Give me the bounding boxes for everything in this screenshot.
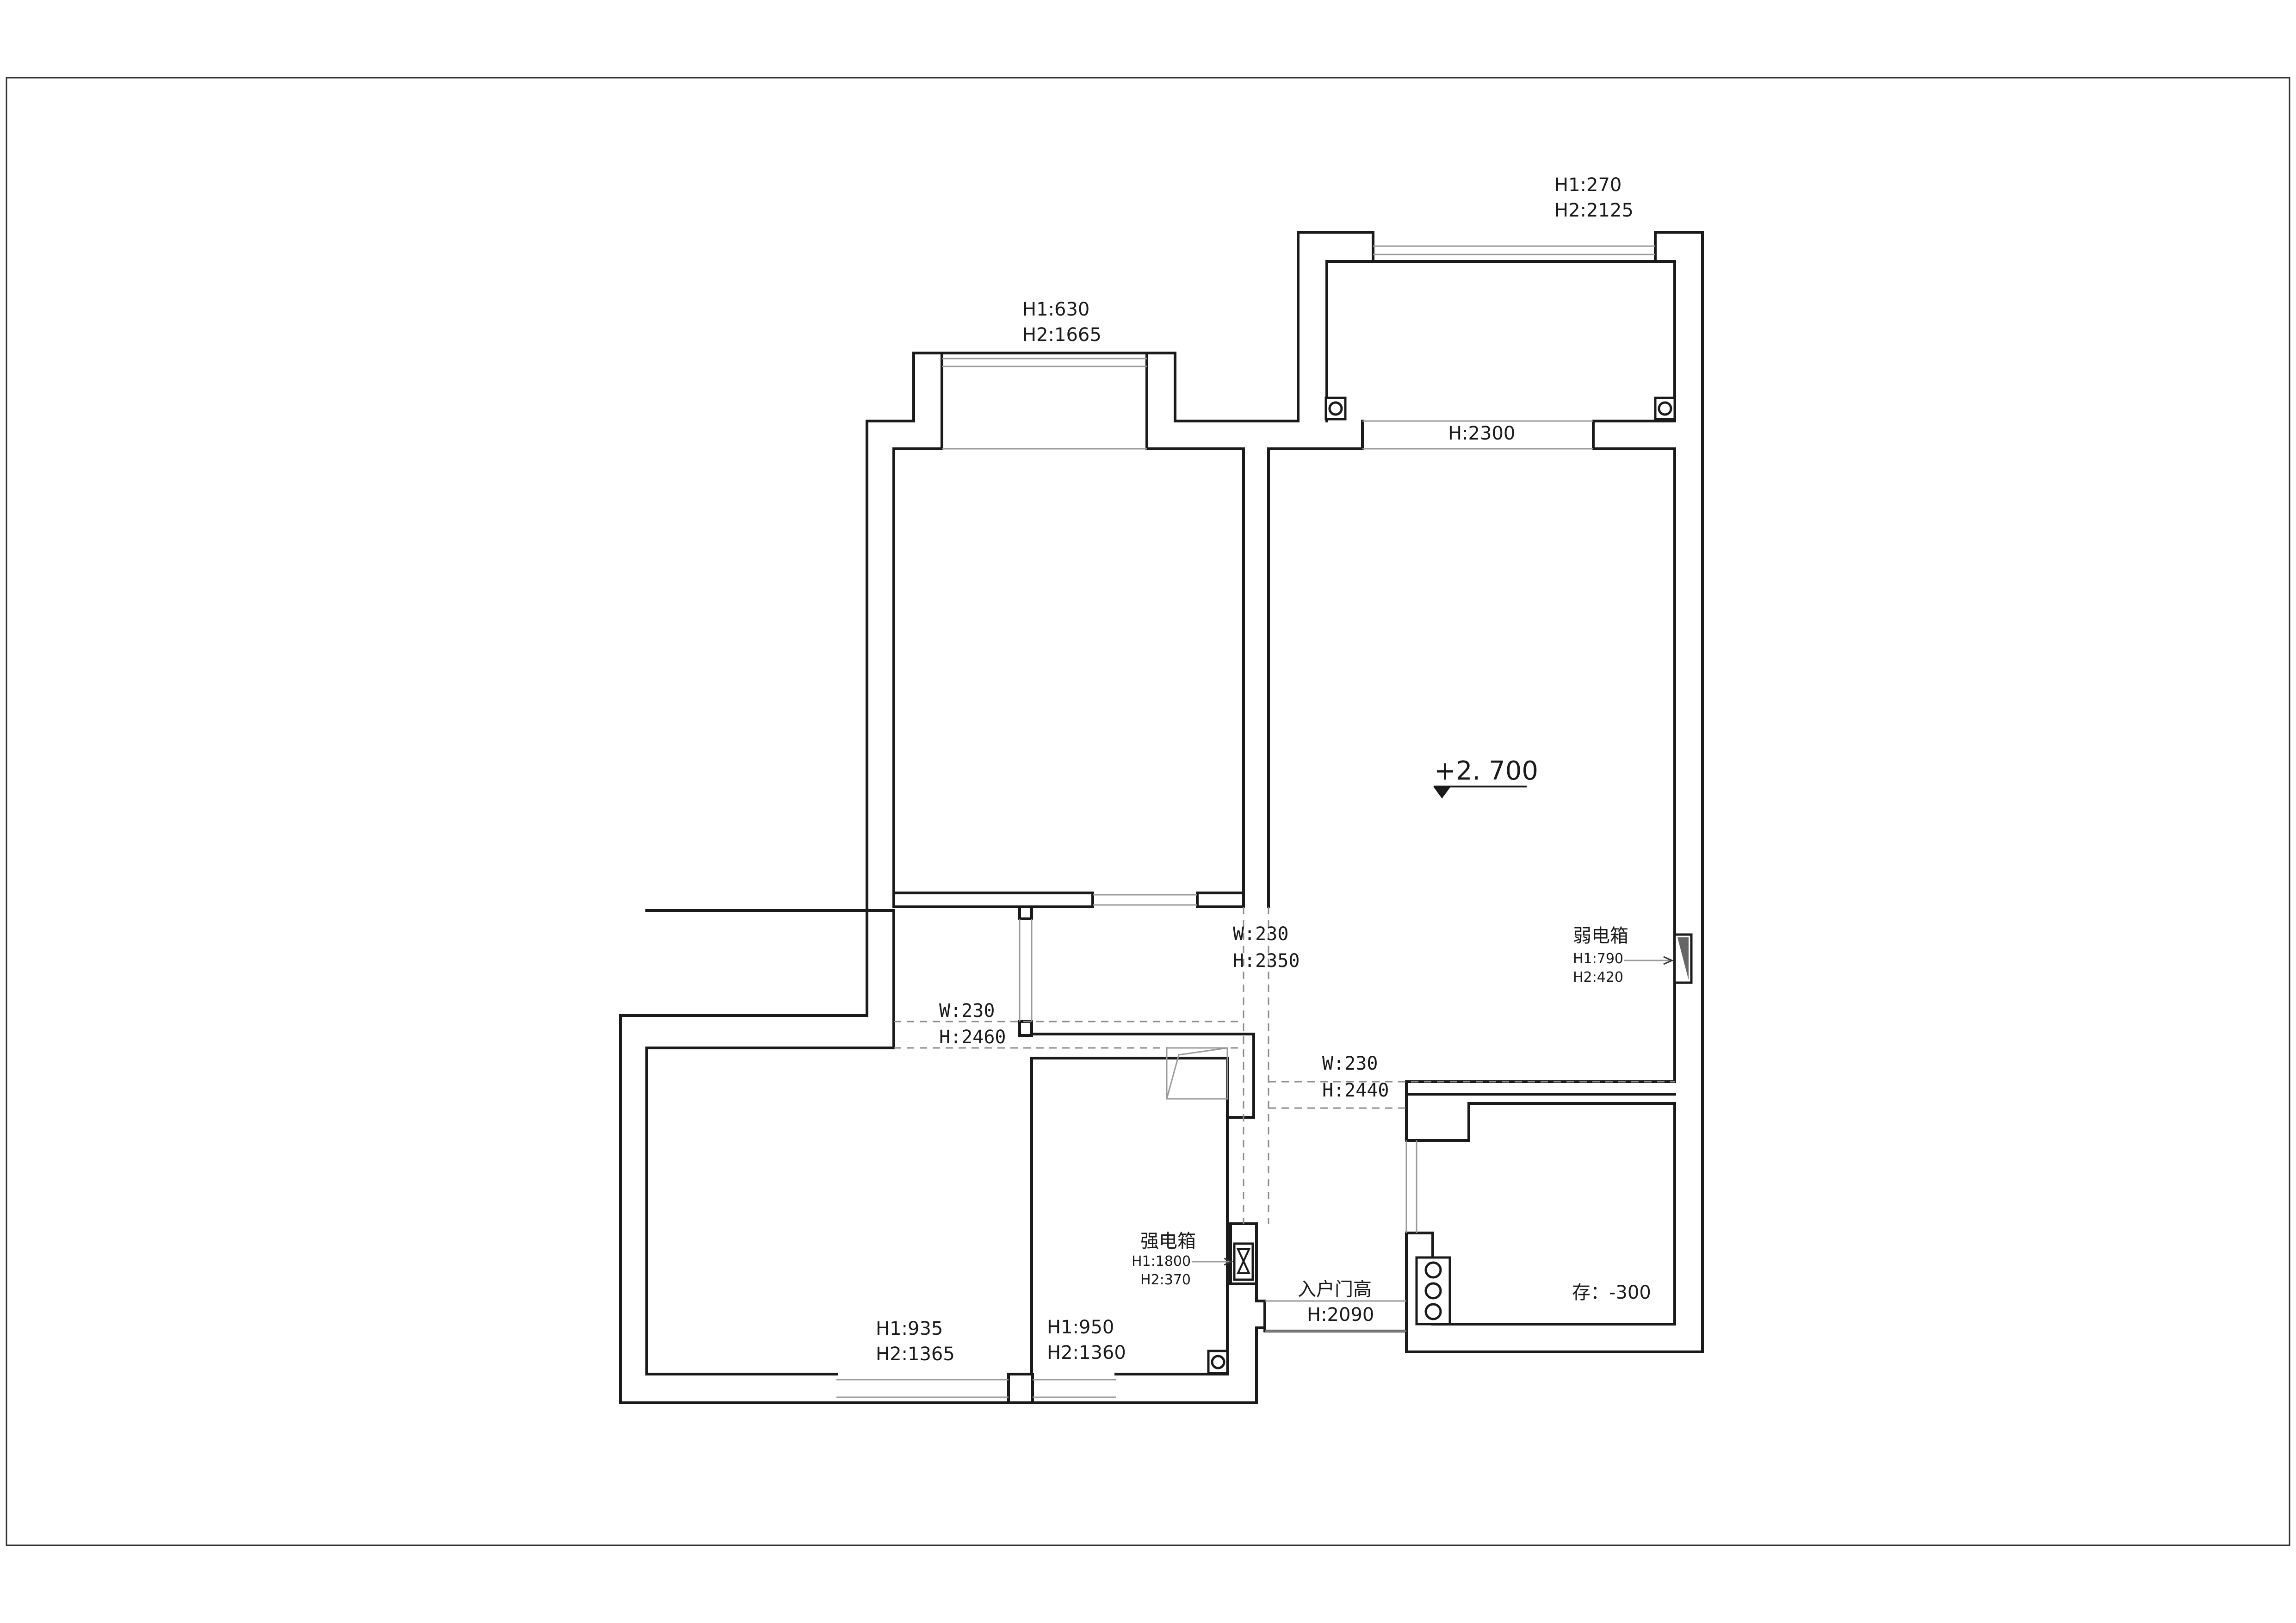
weak-box-h1: H1:790	[1573, 951, 1623, 967]
pipe-icon	[1211, 1355, 1225, 1369]
weak-box-label: 弱电箱	[1573, 925, 1628, 947]
weak-electric-box-symbol	[1677, 937, 1689, 980]
right-door-w: W:230	[1322, 1053, 1378, 1074]
bedroom-door-h: H:2350	[1233, 950, 1300, 972]
left-door-h: H:2460	[939, 1027, 1006, 1048]
wall-line	[1018, 905, 1033, 920]
weak-box-arrow	[1663, 956, 1674, 965]
wall-line	[892, 352, 943, 894]
wall-line	[1267, 420, 1364, 908]
wall-line	[645, 909, 895, 1049]
range-hood-icon	[1166, 1047, 1228, 1099]
wall-line	[1007, 1373, 1034, 1404]
bottom-left-window-h1: H1:935	[876, 1318, 943, 1339]
pipe-icon	[1424, 1261, 1442, 1279]
wall-line	[1255, 1282, 1266, 1332]
strong-box-label: 强电箱	[1140, 1231, 1196, 1252]
strong-electric-box-symbol	[1236, 1248, 1251, 1274]
left-door-w: W:230	[939, 1000, 995, 1022]
wall-line	[1018, 1020, 1033, 1037]
outer-wall-outline	[619, 231, 1704, 1404]
top-left-window-h2: H2:1665	[1022, 324, 1102, 346]
level-triangle-icon	[1433, 787, 1451, 799]
drawing-border	[6, 77, 2290, 1546]
bottom-mid-window-h1: H1:950	[1047, 1317, 1114, 1338]
wall-line	[1007, 1057, 1229, 1375]
level-value: +2. 700	[1434, 756, 1538, 786]
pipe-icon	[1658, 401, 1672, 416]
wall-line	[1196, 892, 1245, 908]
entrance-label: 入户门高	[1298, 1279, 1372, 1300]
wall-line	[1325, 260, 1374, 422]
wall-line	[1226, 1033, 1255, 1119]
wall-line	[1592, 260, 1676, 450]
right-door-h: H:2440	[1322, 1080, 1389, 1101]
pipe-icon	[1328, 401, 1343, 416]
top-right-window-h2: H2:2125	[1554, 200, 1634, 221]
wall-line	[892, 892, 1094, 908]
pipe-icon	[1424, 1303, 1442, 1320]
balcony-opening-h: H:2300	[1448, 423, 1515, 444]
bottom-mid-window-h2: H2:1360	[1047, 1342, 1126, 1363]
top-left-window-h1: H1:630	[1022, 299, 1089, 320]
pipe-icon	[1424, 1282, 1442, 1300]
top-right-window-h1: H1:270	[1554, 174, 1621, 196]
strong-box-arrow	[1224, 1258, 1233, 1266]
weak-box-h2: H2:420	[1573, 969, 1623, 985]
bottom-left-window-h2: H2:1365	[876, 1344, 955, 1365]
strong-box-h1: H1:1800	[1132, 1253, 1191, 1270]
strong-box-h2: H2:370	[1140, 1272, 1191, 1288]
wall-line	[1405, 1080, 1676, 1142]
range-hood-icon	[1166, 1047, 1228, 1100]
storage-label: 存：-300	[1572, 1282, 1651, 1303]
entrance-h: H:2090	[1307, 1304, 1374, 1326]
bedroom-door-w: W:230	[1233, 923, 1288, 945]
outer-wall-inner-line	[645, 1047, 838, 1375]
wall-line	[1145, 352, 1245, 908]
